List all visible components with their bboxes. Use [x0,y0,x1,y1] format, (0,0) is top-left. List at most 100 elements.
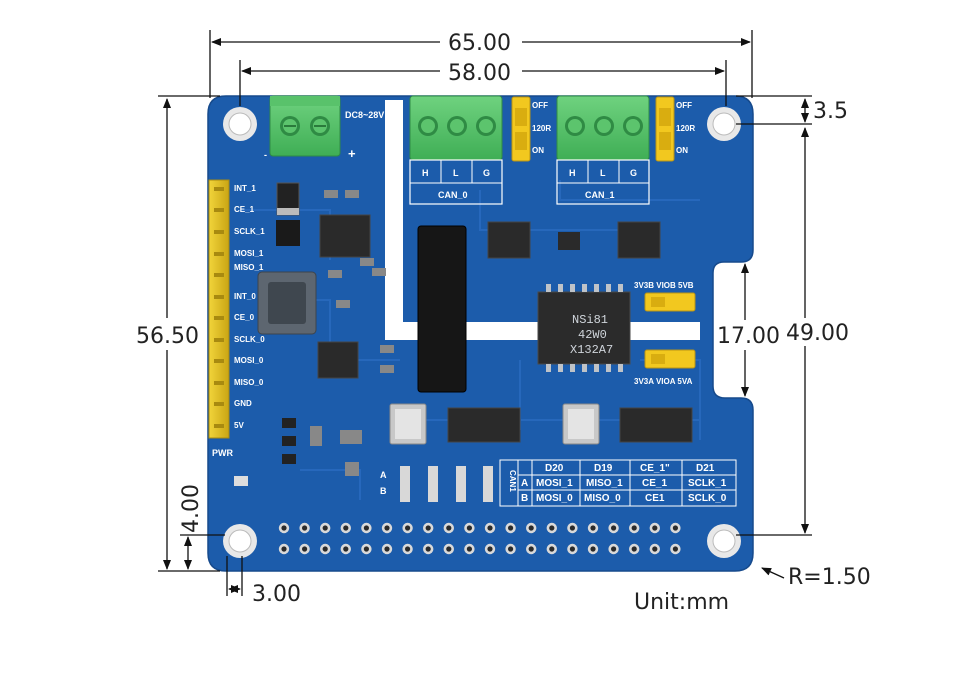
can1-switch-120r: 120R [676,124,695,133]
isolator-ic-line3: X132A7 [570,343,613,357]
can1-termination-jumper [655,96,675,162]
can1-pin-g: G [630,168,637,178]
dim-hole-spacing-width: 58.00 [448,61,511,86]
gpio-header-holes [278,522,681,555]
gpio-hole-center [322,525,328,531]
pin-mapping-table [499,459,737,507]
viob-label: 3V3B VIOB 5VB [634,281,694,290]
gpio-hole-center [611,525,617,531]
left-pin-labels: INT_1 CE_1 SCLK_1 MOSI_1 MISO_1 INT_0 CE… [234,184,265,430]
gpio-hole-center [302,546,308,552]
svg-text:CAN1: CAN1 [508,470,517,492]
can0-label: CAN_0 [438,190,468,200]
isolator-ic [537,284,631,372]
dim-overall-width: 65.00 [448,31,511,56]
pin-label: MISO_0 [234,378,264,387]
gpio-hole-center [446,525,452,531]
table-header: D20 [545,463,564,474]
pin-label: SCLK_1 [234,227,265,236]
gpio-hole-center [672,525,679,531]
dim-notch-height: 17.00 [717,324,780,349]
gpio-hole-center [569,546,576,552]
gpio-hole-center [322,546,328,552]
pin-label: INT_1 [234,184,256,193]
gpio-hole-center [281,525,287,531]
dim-top-hole-offset: 3.5 [813,99,848,124]
power-components [257,182,394,379]
mounting-holes [223,107,741,558]
dim-bottom-hole-offset-wrap: 4.00 [179,484,204,533]
can1-label: CAN_1 [585,190,615,200]
transistors [282,418,362,476]
pin-label: MISO_1 [234,263,264,272]
table-cell: MOSI_1 [536,478,573,489]
can0-pin-h: H [422,168,429,178]
gpio-hole-center [446,546,452,552]
gpio-hole-center [652,546,658,552]
power-terminal [269,95,341,157]
table-header: D21 [696,463,715,474]
dim-hole-spacing-height: 49.00 [786,321,849,346]
can-transceiver-ics [447,221,693,443]
dimension-lines [158,30,812,596]
table-header: CE_1" [640,463,670,474]
gpio-hole-center [487,525,493,531]
left-pin-header [208,179,230,439]
can0-switch-120r: 120R [532,124,551,133]
can1-switch-off: OFF [676,101,692,110]
gpio-hole-center [405,546,411,552]
gpio-hole-center [508,546,514,552]
vioa-jumper [644,349,696,369]
pin-label: SCLK_0 [234,335,265,344]
gpio-hole-center [672,546,679,552]
dim-left-hole-offset: 3.00 [252,582,301,607]
pin-label: CE_1 [234,205,255,214]
power-minus-label: - [264,150,267,160]
gpio-hole-center [302,525,308,531]
dim-corner-radius: R=1.50 [788,565,871,590]
gpio-hole-center [528,525,534,531]
isolated-dcdc-module [417,225,467,393]
gpio-hole-center [611,546,617,552]
table-row-label-a: A [521,478,528,489]
gpio-hole-center [363,546,369,552]
unit-label: Unit:mm [634,590,729,615]
gpio-hole-center [631,546,637,552]
can0-terminal [409,95,503,205]
can1-pin-l: L [600,168,606,178]
gpio-hole-center [631,525,637,531]
gpio-hole-center [549,525,555,531]
table-header: D19 [594,463,613,474]
gpio-hole-center [487,546,493,552]
pad-label-a: A [380,470,387,480]
crystals [389,403,600,445]
dim-bottom-hole-offset: 4.00 [179,484,204,533]
gpio-hole-center [590,525,596,531]
pwr-label: PWR [212,448,233,458]
select-pads [400,466,493,502]
can1-terminal [556,95,650,205]
gpio-hole-center [384,525,390,531]
pin-label: MOSI_0 [234,356,264,365]
can0-pin-g: G [483,168,490,178]
gpio-hole-center [405,525,411,531]
dim-overall-height: 56.50 [136,324,199,349]
pad-label-b: B [380,486,387,496]
table-cell: SCLK_0 [688,493,727,504]
can1-switch-on: ON [676,146,688,155]
table-cell: MISO_1 [586,478,623,489]
pin-label: INT_0 [234,292,256,301]
table-cell: CE1 [645,493,665,504]
gpio-hole-center [343,546,349,552]
gpio-hole-center [281,546,287,552]
pin-label: GND [234,399,252,408]
can0-switch-on: ON [532,146,544,155]
table-cell: CE_1 [642,478,667,489]
gpio-hole-center [466,546,472,552]
gpio-hole-center [590,546,596,552]
can0-termination-jumper [511,96,531,162]
isolator-ic-line2: 42W0 [578,328,607,342]
can1-pin-h: H [569,168,576,178]
